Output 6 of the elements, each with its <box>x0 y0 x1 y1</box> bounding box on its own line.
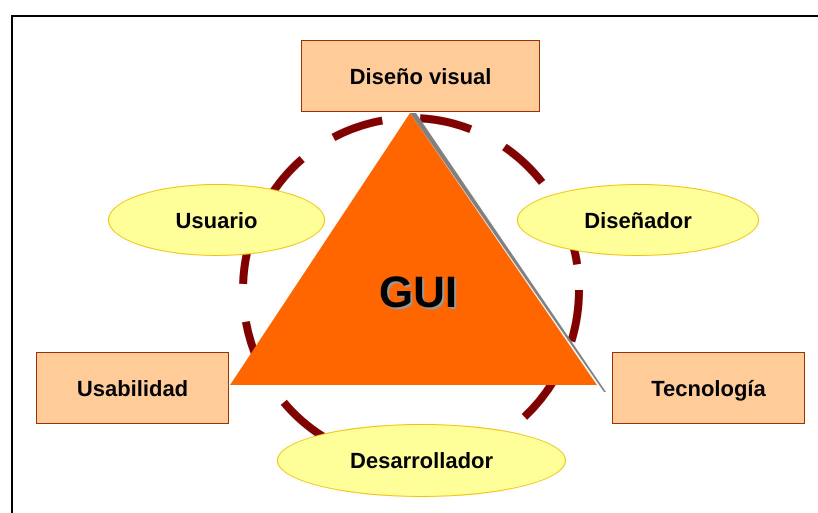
role-ellipse: Diseñador <box>517 184 759 256</box>
process-box: Tecnología <box>612 352 805 424</box>
role-ellipse: Desarrollador <box>277 424 566 497</box>
process-box: Usabilidad <box>36 352 229 424</box>
process-box: Diseño visual <box>301 40 540 112</box>
role-ellipse: Usuario <box>108 184 325 256</box>
